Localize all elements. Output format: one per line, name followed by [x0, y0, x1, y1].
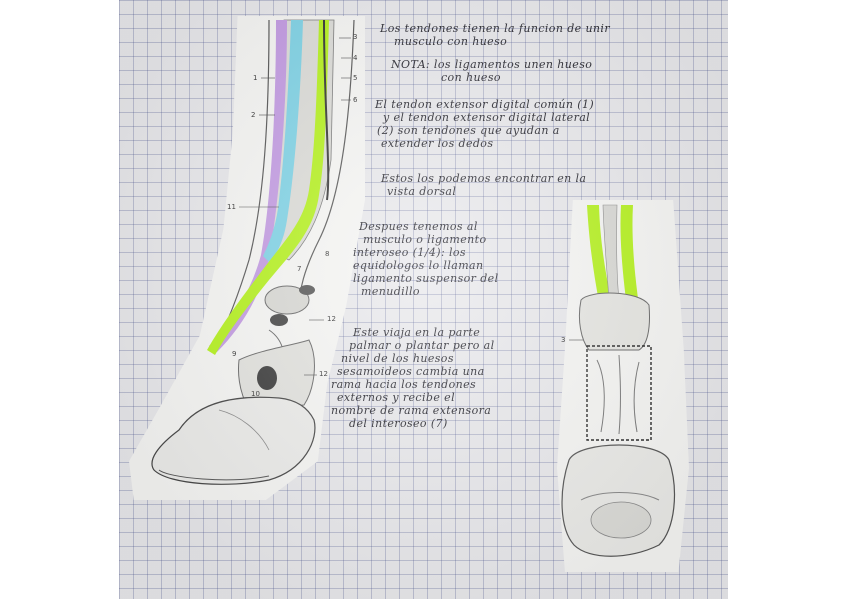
note-interoseo: Despues tenemos al musculo o ligamento i…: [353, 220, 499, 298]
note-line: Los tendones tienen la funcion de unir: [380, 22, 610, 35]
tendon-blue-highlight: [263, 20, 303, 262]
right-green-right: [620, 205, 641, 322]
label-7: 7: [297, 265, 302, 273]
note-line: Estos los podemos encontrar en la: [381, 172, 587, 185]
note-line: y el tendon extensor digital lateral: [383, 111, 591, 124]
note-line: sesamoideos cambia una: [337, 365, 485, 378]
note-tendons: Los tendones tienen la funcion de unir m…: [380, 22, 610, 48]
label-4: 4: [353, 54, 358, 62]
note-nota: NOTA: los ligamentos unen hueso con hues…: [391, 58, 592, 84]
note-dorsal: Estos los podemos encontrar en la vista …: [381, 172, 586, 198]
note-line: del interoseo (7): [349, 417, 448, 430]
label-8: 8: [325, 250, 330, 258]
label-right-3: 3: [561, 336, 566, 344]
note-palmar: Este viaja en la parte palmar o plantar …: [331, 326, 495, 430]
note-line: musculo o ligamento: [363, 233, 487, 246]
tendon-purple-highlight: [209, 20, 287, 352]
label-11: 11: [227, 203, 236, 211]
note-line: rama hacia los tendones: [331, 378, 477, 391]
label-10: 10: [251, 390, 260, 398]
note-line: nivel de los huesos: [341, 352, 454, 365]
note-extensor: El tendon extensor digital común (1) y e…: [375, 98, 594, 150]
note-line: nombre de rama extensora: [331, 404, 492, 417]
label-3: 3: [353, 33, 358, 41]
note-line: El tendon extensor digital común (1): [375, 98, 595, 111]
note-line: equidologos lo llaman: [353, 259, 484, 272]
note-line: (2) son tendones que ayudan a: [377, 124, 560, 137]
note-line: ligamento suspensor del: [353, 272, 499, 285]
note-line: palmar o plantar pero al: [349, 339, 495, 352]
right-green-left: [587, 205, 611, 302]
label-9: 9: [232, 350, 237, 358]
notebook-photo: 3 4 5 6 1 2 11 7 8 12 9 12 10 3 Los tend…: [119, 0, 728, 599]
label-1: 1: [253, 74, 258, 82]
note-line: menudillo: [361, 285, 420, 298]
note-line: con hueso: [441, 71, 501, 84]
anatomy-drawings: [151, 19, 676, 557]
label-12b: 12: [319, 370, 328, 378]
note-line: NOTA: los ligamentos unen hueso: [391, 58, 593, 71]
note-line: extender los dedos: [381, 137, 494, 150]
label-5: 5: [353, 74, 358, 82]
note-line: Despues tenemos al: [359, 220, 478, 233]
note-line: externos y recibe el: [337, 391, 455, 404]
label-12a: 12: [327, 315, 336, 323]
note-line: vista dorsal: [387, 185, 457, 198]
label-6: 6: [353, 96, 358, 104]
dotted-selection-box: [586, 345, 652, 441]
note-line: musculo con hueso: [394, 35, 508, 48]
note-line: interoseo (1/4): los: [353, 246, 466, 259]
note-line: Este viaja en la parte: [353, 326, 481, 339]
label-2: 2: [251, 111, 256, 119]
